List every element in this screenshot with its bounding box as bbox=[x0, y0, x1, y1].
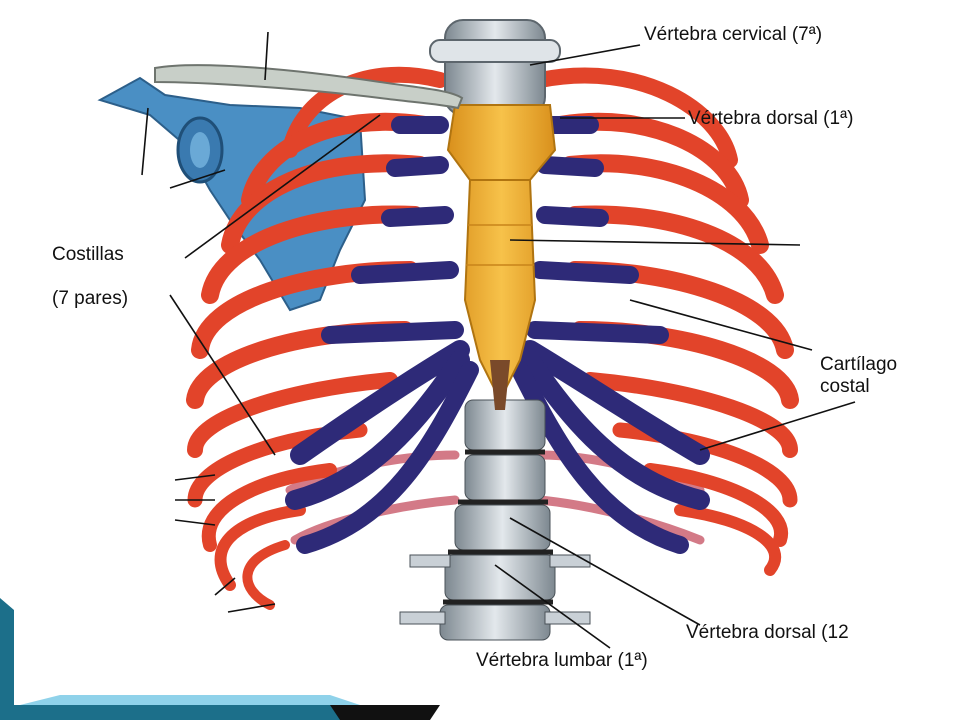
sternum bbox=[446, 104, 557, 410]
costal-cartilage bbox=[285, 116, 710, 554]
ribs-right bbox=[532, 67, 799, 576]
label-ribs: Costillas bbox=[52, 244, 124, 265]
label-cervical-vertebra: Vértebra cervical (7ª) bbox=[644, 24, 823, 45]
label-twelfth-dorsal-vertebra: Vértebra dorsal (12 bbox=[686, 622, 849, 643]
leader-lines bbox=[141, 31, 856, 649]
label-first-lumbar-vertebra: Vértebra lumbar (1ª) bbox=[476, 650, 648, 671]
label-cartilage: Cartílago bbox=[820, 354, 898, 375]
clavicle bbox=[154, 64, 464, 110]
label-first-dorsal-vertebra: Vértebra dorsal (1ª) bbox=[688, 108, 854, 129]
label-seven-pairs: (7 pares) bbox=[52, 288, 129, 309]
slide-decoration bbox=[0, 598, 960, 720]
label-costal: costal bbox=[820, 376, 870, 397]
